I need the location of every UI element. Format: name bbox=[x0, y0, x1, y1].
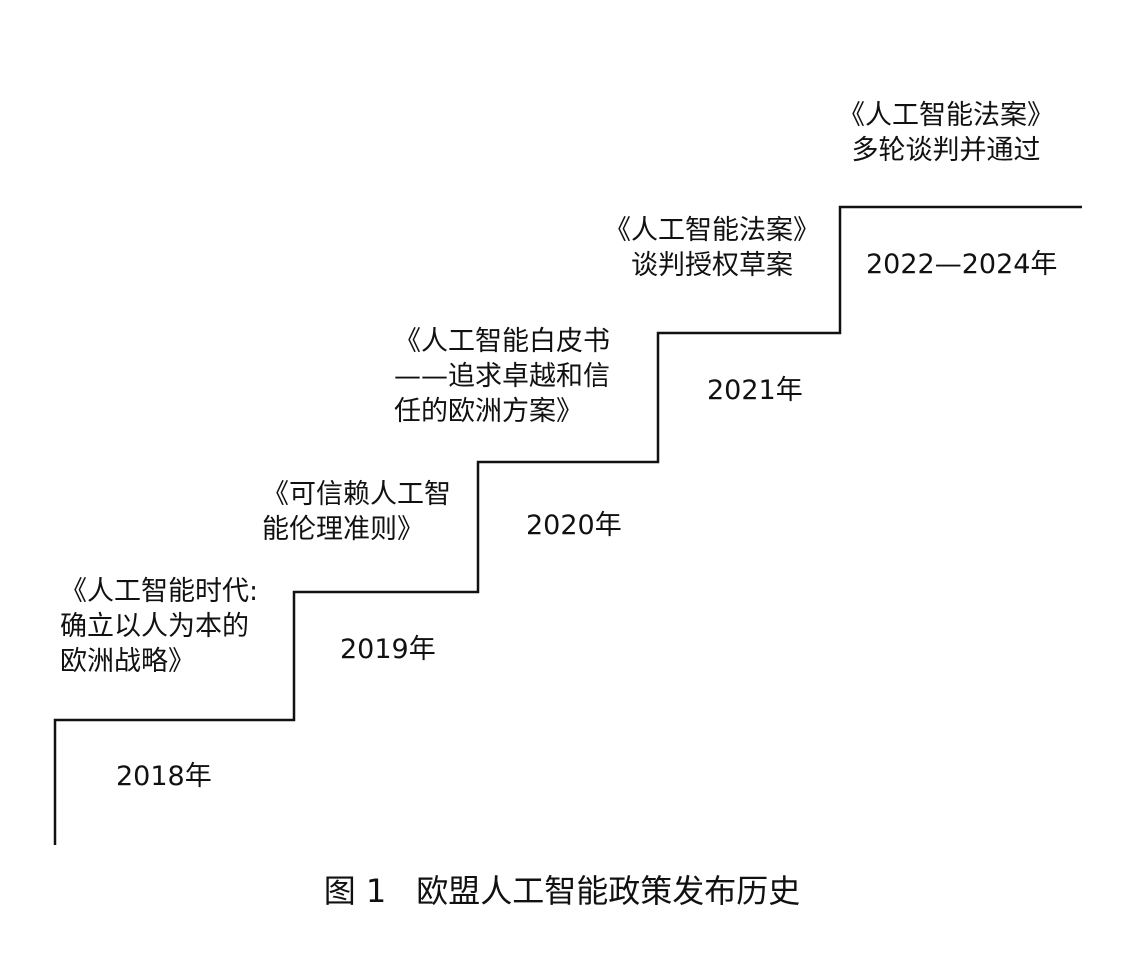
policy-line: 多轮谈判并通过 bbox=[851, 135, 1041, 166]
figure-number: 图 1 bbox=[323, 872, 387, 910]
policy-label-2022-2024: 《人工智能法案》 多轮谈判并通过 bbox=[838, 98, 1054, 168]
policy-line: 能伦理准则》 bbox=[262, 514, 424, 545]
year-label-2019: 2019年 bbox=[340, 634, 436, 665]
policy-line: 《人工智能法案》 bbox=[604, 215, 820, 246]
policy-label-2021: 《人工智能法案》 谈判授权草案 bbox=[604, 213, 820, 283]
policy-line: 《人工智能白皮书 bbox=[394, 326, 610, 357]
staircase-line bbox=[53, 205, 1082, 845]
policy-line: 《人工智能法案》 bbox=[838, 100, 1054, 131]
policy-label-2019: 《可信赖人工智 能伦理准则》 bbox=[262, 477, 451, 547]
policy-line: 《人工智能时代: bbox=[60, 576, 259, 607]
policy-label-2018: 《人工智能时代: 确立以人为本的 欧洲战略》 bbox=[60, 574, 258, 679]
year-label-2018: 2018年 bbox=[116, 761, 212, 792]
policy-line: 确立以人为本的 bbox=[60, 611, 249, 642]
year-label-2020: 2020年 bbox=[526, 510, 622, 541]
figure-title: 欧盟人工智能政策发布历史 bbox=[416, 872, 801, 910]
policy-line: 欧洲战略》 bbox=[60, 646, 195, 677]
year-label-2021: 2021年 bbox=[707, 375, 803, 406]
figure-caption: 图 1 欧盟人工智能政策发布历史 bbox=[0, 870, 1124, 912]
policy-line: 任的欧洲方案》 bbox=[394, 396, 583, 427]
year-label-2022-2024: 2022—2024年 bbox=[866, 249, 1058, 280]
policy-line: 谈判授权草案 bbox=[631, 250, 793, 281]
policy-line: 《可信赖人工智 bbox=[262, 479, 451, 510]
policy-label-2020: 《人工智能白皮书 ——追求卓越和信 任的欧洲方案》 bbox=[394, 324, 610, 429]
policy-line: ——追求卓越和信 bbox=[394, 361, 610, 392]
